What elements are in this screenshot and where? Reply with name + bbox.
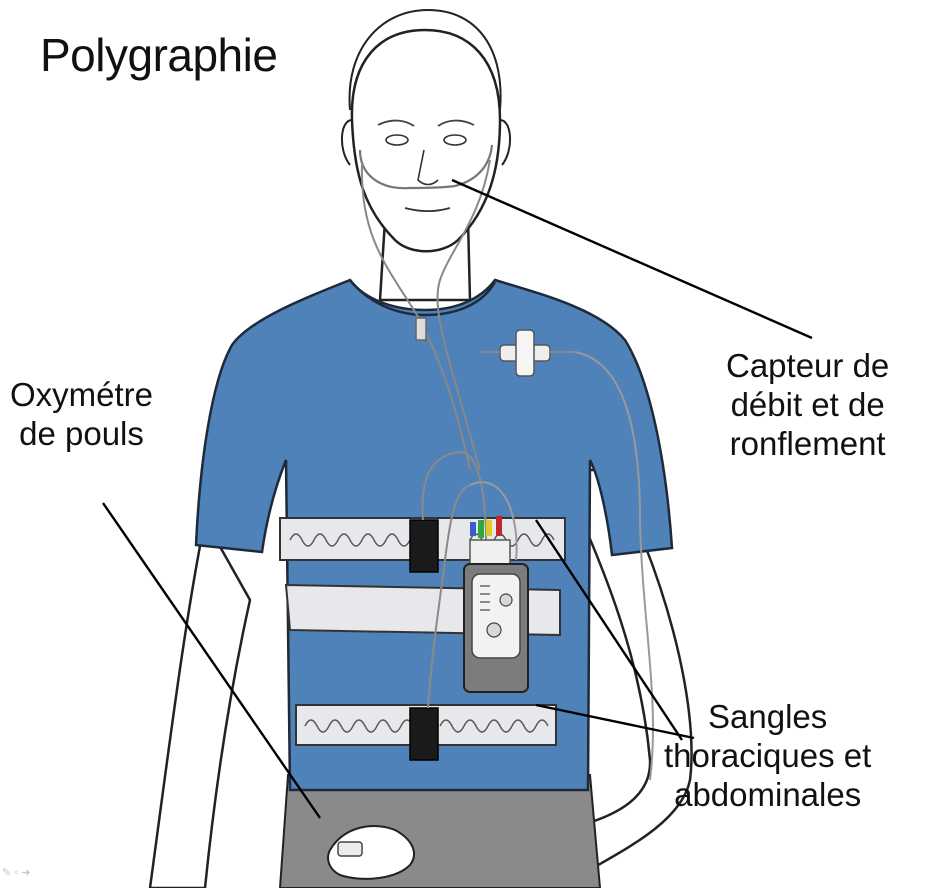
abdominal-strap-clip	[410, 708, 438, 760]
pen-icon[interactable]: ✎	[2, 867, 11, 879]
label-pulse-oximeter-line-2: de pouls	[10, 415, 153, 454]
label-straps-line-3: abdominales	[664, 776, 871, 815]
label-pulse-oximeter: Oxymétre de pouls	[10, 376, 153, 454]
label-flow-sensor-line-3: ronflement	[726, 425, 889, 464]
thoracic-strap-clip	[410, 520, 438, 572]
trousers	[280, 775, 600, 888]
lead-green	[478, 520, 484, 538]
figure-title: Polygraphie	[40, 28, 277, 82]
label-straps-line-2: thoraciques et	[664, 737, 871, 776]
label-thoracic-abdominal-straps: Sangles thoraciques et abdominales	[664, 698, 871, 815]
lead-yellow	[486, 520, 492, 536]
left-arm	[150, 520, 250, 888]
label-straps-line-1: Sangles	[664, 698, 871, 737]
window-icon[interactable]: ▫	[14, 867, 18, 879]
right-ear	[500, 120, 510, 165]
slideshow-controls: ✎ ▫ ➜	[2, 866, 30, 879]
lead-blue	[470, 522, 476, 536]
lead-red	[496, 516, 502, 536]
head	[352, 30, 500, 251]
label-pulse-oximeter-line-1: Oxymétre	[10, 376, 153, 415]
forward-icon[interactable]: ➜	[21, 867, 30, 879]
label-flow-sensor-line-2: débit et de	[726, 386, 889, 425]
label-flow-snore-sensor: Capteur de débit et de ronflement	[726, 347, 889, 464]
cannula-connector	[416, 318, 426, 340]
finger-oximeter	[338, 842, 362, 856]
left-ear	[342, 120, 352, 165]
label-flow-sensor-line-1: Capteur de	[726, 347, 889, 386]
